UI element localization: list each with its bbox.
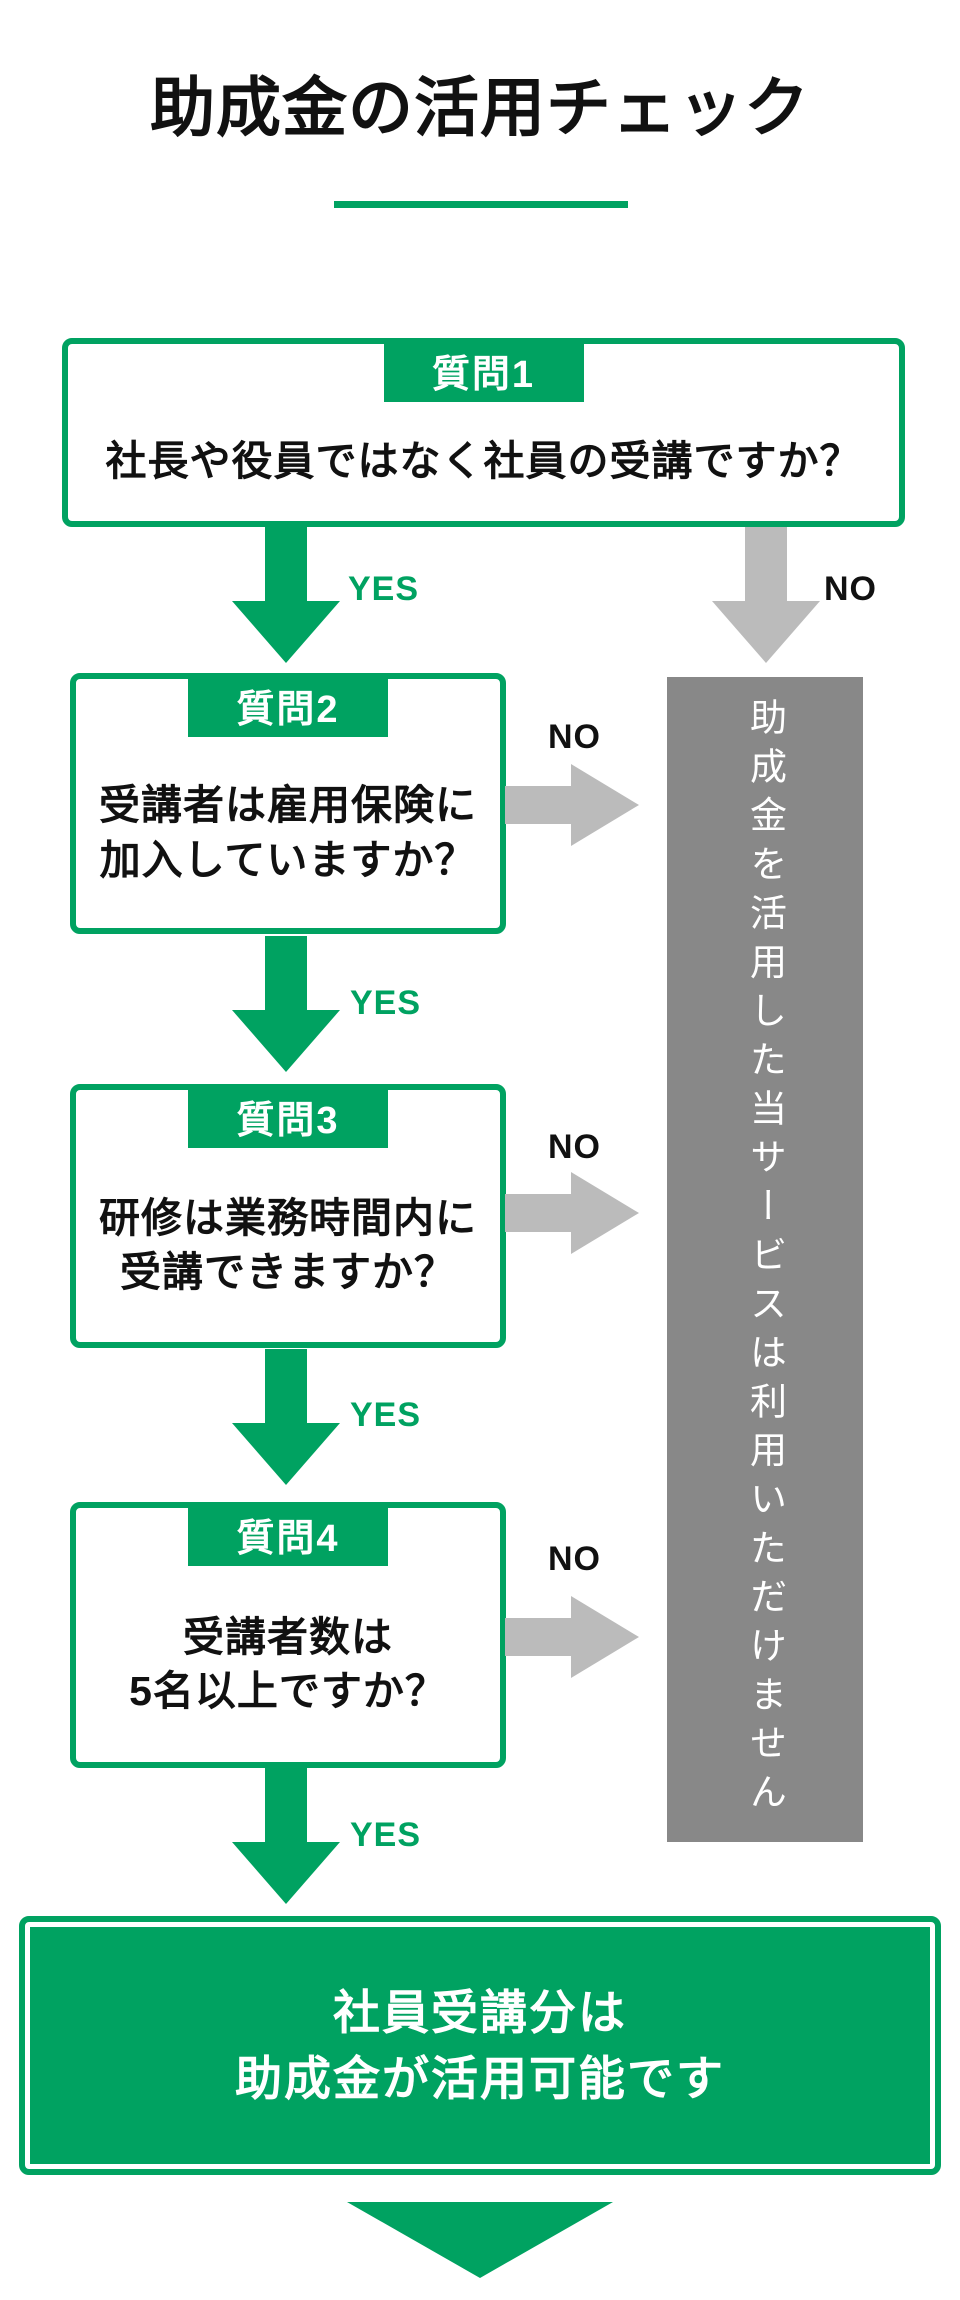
success-line-2: 助成金が活用可能です xyxy=(235,2051,725,2105)
question-2-text: 受講者は雇用保険に 加入していますか？ xyxy=(99,778,477,886)
arrow-head xyxy=(232,1842,340,1904)
fail-result-box: 助成金を活用した当サービスは利用いただけません xyxy=(667,677,863,1842)
question-4-text: 受講者数は 5名以上ですか？ xyxy=(129,1610,447,1718)
question-1-text: 社長や役員ではなく社員の受講ですか？ xyxy=(106,434,862,488)
no-right-arrow-icon-3 xyxy=(505,1165,639,1261)
question-box-2: 質問2 受講者は雇用保険に 加入していますか？ xyxy=(70,673,506,934)
arrow-stem xyxy=(265,936,307,1010)
question-2-line-2: 加入していますか？ xyxy=(99,836,477,883)
success-result-box: 社員受講分は 助成金が活用可能です xyxy=(19,1916,941,2175)
yes-label-1: YES xyxy=(348,570,420,608)
question-2-line-1: 受講者は雇用保険に xyxy=(99,782,477,829)
arrow-head xyxy=(571,1596,639,1678)
arrow-head xyxy=(712,601,820,663)
no-right-arrow-icon-2 xyxy=(505,757,639,853)
yes-label-2: YES xyxy=(350,984,422,1022)
question-box-4: 質問4 受講者数は 5名以上ですか？ xyxy=(70,1502,506,1768)
question-4-line-2: 5名以上ですか？ xyxy=(129,1668,447,1714)
success-line-1: 社員受講分は xyxy=(333,1985,627,2039)
question-3-tag: 質問3 xyxy=(188,1084,388,1148)
fail-result-text: 助成金を活用した当サービスは利用いただけません xyxy=(744,697,786,1822)
arrow-head xyxy=(571,1172,639,1254)
no-label-1: NO xyxy=(824,570,877,608)
question-box-3: 質問3 研修は業務時間内に 受講できますか？ xyxy=(70,1084,506,1348)
arrow-stem xyxy=(505,1194,571,1232)
arrow-stem xyxy=(745,527,787,601)
question-3-text: 研修は業務時間内に 受講できますか？ xyxy=(99,1191,477,1299)
question-4-tag: 質問4 xyxy=(188,1502,388,1566)
page-title: 助成金の活用チェック xyxy=(149,71,810,144)
question-4-line-1: 受講者数は xyxy=(183,1613,393,1660)
success-result-inner: 社員受講分は 助成金が活用可能です xyxy=(30,1927,930,2164)
arrow-head xyxy=(232,1010,340,1072)
arrow-stem xyxy=(265,1768,307,1842)
question-box-1: 質問1 社長や役員ではなく社員の受講ですか？ xyxy=(62,338,905,527)
arrow-stem xyxy=(265,1349,307,1423)
yes-down-arrow-icon-3 xyxy=(232,1349,340,1485)
no-label-2: NO xyxy=(548,718,601,756)
yes-down-arrow-icon-1 xyxy=(232,527,340,663)
bottom-pointer-icon xyxy=(347,2202,613,2278)
title-underline xyxy=(334,201,628,208)
question-3-line-1: 研修は業務時間内に xyxy=(99,1194,477,1241)
question-2-tag: 質問2 xyxy=(188,673,388,737)
arrow-stem xyxy=(265,527,307,601)
question-1-tag: 質問1 xyxy=(383,338,584,402)
arrow-head xyxy=(232,601,340,663)
arrow-head xyxy=(232,1423,340,1485)
no-label-4: NO xyxy=(548,1540,601,1578)
question-1-line-1: 社長や役員ではなく社員の受講ですか？ xyxy=(105,438,862,485)
yes-label-3: YES xyxy=(350,1396,422,1434)
yes-down-arrow-icon-2 xyxy=(232,936,340,1072)
yes-label-4: YES xyxy=(350,1816,422,1854)
no-label-3: NO xyxy=(548,1128,601,1166)
arrow-stem xyxy=(505,786,571,824)
question-3-line-2: 受講できますか？ xyxy=(120,1249,456,1295)
yes-down-arrow-icon-4 xyxy=(232,1768,340,1904)
no-down-arrow-icon-1 xyxy=(712,527,820,663)
arrow-stem xyxy=(505,1618,571,1656)
no-right-arrow-icon-4 xyxy=(505,1589,639,1685)
arrow-head xyxy=(571,764,639,846)
